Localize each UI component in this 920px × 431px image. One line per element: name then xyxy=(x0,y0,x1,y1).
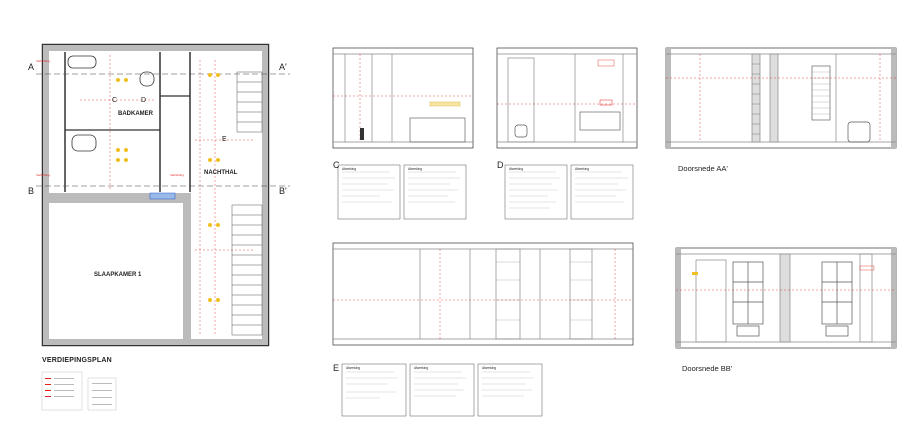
plan-marker-e: E xyxy=(222,136,227,143)
axis-label-b-left: B xyxy=(28,186,35,196)
svg-text:Verlichting: Verlichting xyxy=(170,173,184,177)
axis-label-b-right: B' xyxy=(279,186,287,196)
floor-plan: Verlichting Verlichting Verlichting xyxy=(36,43,290,347)
plan-marker-d: D xyxy=(141,97,147,104)
plan-legend xyxy=(41,371,117,411)
note-e-1: Afwerking xyxy=(346,366,360,370)
elevation-d xyxy=(496,47,638,149)
note-c-left: Afwerking xyxy=(342,167,356,171)
note-e-3: Afwerking xyxy=(482,366,496,370)
elevation-label-d: D xyxy=(497,160,504,170)
axis-label-a-left: A xyxy=(28,62,35,72)
note-d-left: Afwerking xyxy=(509,167,523,171)
room-label-slaapkamer: SLAAPKAMER 1 xyxy=(94,272,142,278)
svg-text:Verlichting: Verlichting xyxy=(36,173,50,177)
note-lines xyxy=(342,171,628,399)
note-c-right: Afwerking xyxy=(408,167,422,171)
plan-marker-c: C xyxy=(112,97,118,104)
elevation-c xyxy=(332,47,474,149)
plan-title: VERDIEPINGSPLAN xyxy=(42,357,112,364)
section-bb xyxy=(675,247,897,349)
svg-text:Verlichting: Verlichting xyxy=(36,59,50,63)
elevation-e xyxy=(332,242,634,346)
axis-label-a-right: A' xyxy=(279,62,287,72)
elevation-label-e: E xyxy=(333,363,340,373)
note-e-2: Afwerking xyxy=(414,366,428,370)
room-label-nachthal: NACHTHAL xyxy=(204,170,238,176)
note-boxes xyxy=(337,164,634,417)
section-title-aa: Doorsnede AA' xyxy=(678,164,728,173)
section-aa xyxy=(665,47,897,149)
note-d-right: Afwerking xyxy=(575,167,589,171)
elevation-label-c: C xyxy=(333,160,340,170)
room-label-badkamer: BADKAMER xyxy=(118,111,153,117)
section-title-bb: Doorsnede BB' xyxy=(682,364,733,373)
